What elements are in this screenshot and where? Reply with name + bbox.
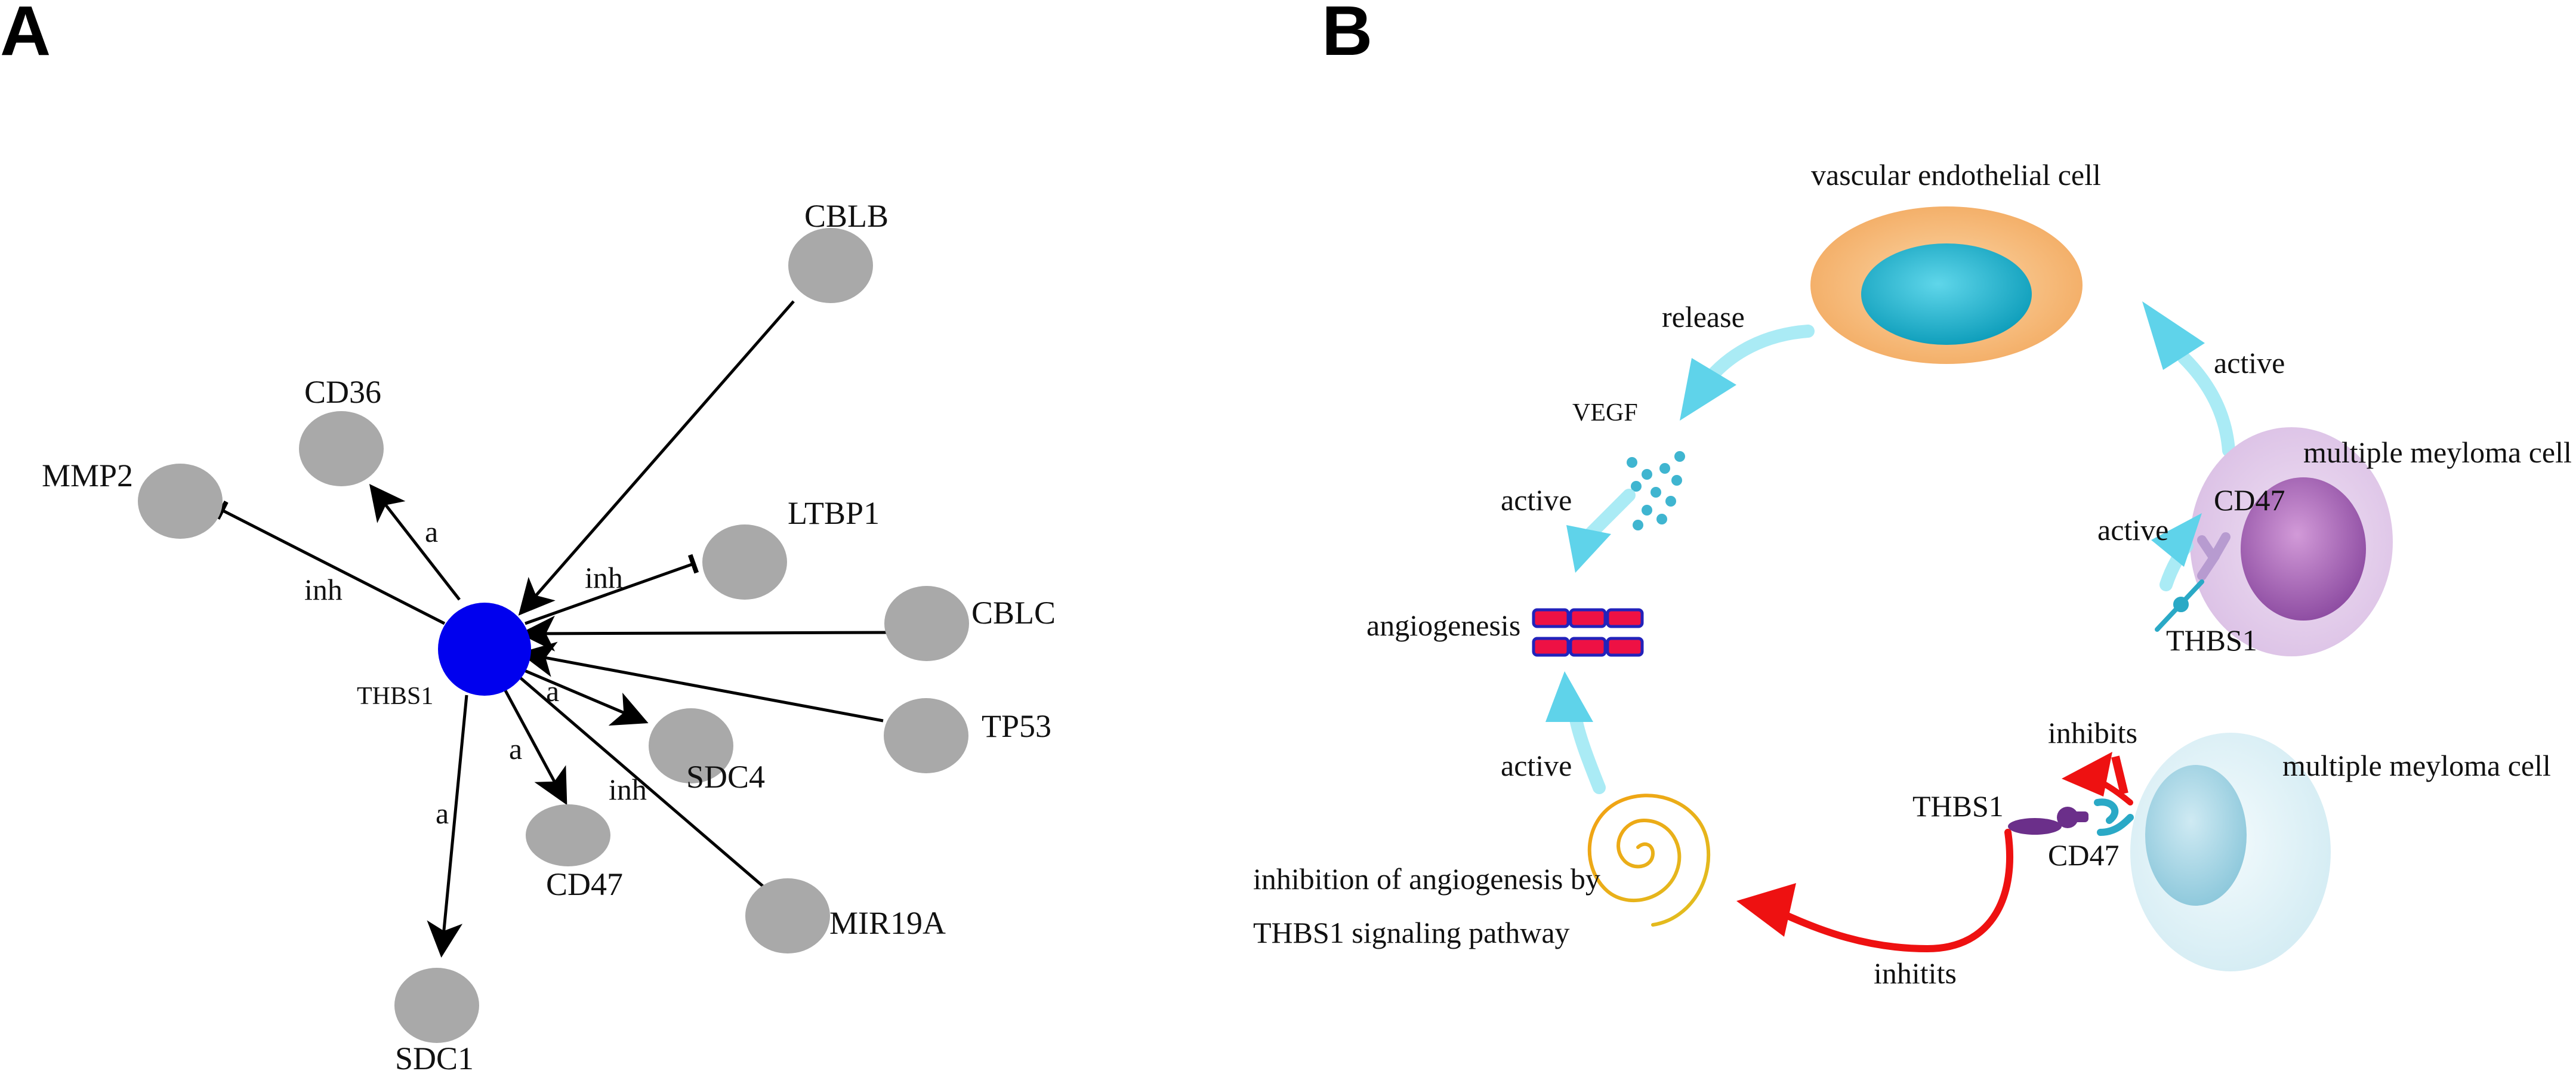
label-cd47-bottom: CD47	[2048, 838, 2119, 872]
panel-b: B vascular endothelial cell release VEGF…	[1253, 0, 2572, 990]
label-sdc1: SDC1	[395, 1041, 474, 1074]
label-cd47: CD47	[546, 866, 623, 902]
inhibits-arrow	[2062, 752, 2133, 806]
label-inhibition-line2: THBS1 signaling pathway	[1253, 916, 1570, 949]
label-cblb: CBLB	[804, 198, 889, 234]
label-cd36: CD36	[304, 374, 381, 410]
active-thbs1-arrow	[2151, 513, 2202, 591]
edge-label-ltbp1: inh	[585, 561, 623, 594]
edge-cblc-thbs1	[519, 615, 887, 652]
node-tp53	[884, 698, 968, 773]
edge-label-cd36: a	[425, 515, 438, 548]
myeloma-cell-top	[2190, 427, 2393, 656]
edge-thbs1-mir19a	[515, 673, 778, 901]
myeloma-cell-top-nucleus	[2241, 477, 2366, 621]
label-thbs1-center: THBS1	[357, 683, 433, 710]
label-thbs1-bottom: THBS1	[1912, 789, 2004, 823]
edge-thbs1-cd36	[369, 484, 461, 601]
edge-thbs1-sdc1	[427, 695, 468, 958]
edge-thbs1-sdc4	[519, 666, 649, 726]
node-sdc4	[649, 708, 733, 783]
label-myeloma-cell-bottom: multiple meyloma cell	[2282, 749, 2551, 782]
cd47-receptor-top-icon	[2197, 532, 2231, 581]
panel-a-nodes	[138, 228, 969, 1043]
label-sdc4: SDC4	[686, 759, 765, 795]
edge-thbs1-cd47	[501, 685, 567, 806]
inhitits-arrow	[1736, 829, 2013, 953]
label-vegf: VEGF	[1572, 399, 1638, 427]
label-mmp2: MMP2	[42, 458, 133, 493]
node-cd36	[299, 411, 384, 486]
panel-a-node-labels: CBLB CD36 MMP2 LTBP1 CBLC TP53 SDC4 CD47…	[42, 198, 1056, 1074]
endothelial-cell-nucleus	[1861, 243, 2032, 345]
label-cblc: CBLC	[971, 595, 1056, 631]
endothelial-cell	[1810, 206, 2083, 364]
myeloma-cell-bottom	[2130, 733, 2331, 971]
edge-label-sdc4: a	[546, 674, 559, 708]
label-myeloma-cell-top: multiple meyloma cell	[2303, 436, 2572, 469]
edge-tp53-thbs1	[519, 641, 884, 723]
panel-a-edges	[215, 300, 887, 958]
edge-thbs1-mmp2	[215, 500, 446, 625]
node-ltbp1	[702, 524, 787, 600]
node-cblc	[884, 586, 969, 661]
node-sdc1	[394, 968, 479, 1043]
label-active-thbs1: active	[2097, 513, 2168, 547]
edge-label-mmp2: inh	[304, 573, 343, 606]
panel-b-letter: B	[1322, 0, 1372, 70]
panel-a-edge-labels: a inh inh a a inh a	[304, 515, 647, 830]
label-inhitits: inhitits	[1874, 956, 1957, 990]
label-active-spiral: active	[1501, 749, 1572, 782]
node-thbs1-center	[438, 603, 531, 696]
label-endothelial-cell: vascular endothelial cell	[1811, 158, 2101, 192]
label-inhibition-line1: inhibition of angiogenesis by	[1253, 862, 1600, 896]
active-vegf-arrow	[1566, 489, 1636, 573]
node-mir19a	[745, 878, 830, 953]
label-cd47-top: CD47	[2214, 483, 2285, 517]
vegf-particles	[1627, 451, 1685, 530]
label-tp53: TP53	[982, 708, 1051, 744]
label-active-vegf: active	[1501, 483, 1572, 517]
label-angiogenesis: angiogenesis	[1366, 609, 1520, 642]
edge-label-sdc1: a	[436, 797, 449, 830]
node-cd47	[526, 804, 610, 866]
label-thbs1-top: THBS1	[2166, 624, 2257, 657]
node-mmp2	[138, 464, 223, 539]
node-cblb	[788, 228, 873, 303]
label-ltbp1: LTBP1	[788, 495, 880, 531]
angiogenesis-vessel-icon	[1532, 608, 1644, 657]
thbs1-ligand-top-icon	[2155, 579, 2204, 632]
edge-label-mir19a: inh	[609, 773, 647, 806]
thbs1-ligand-bottom-icon	[2008, 807, 2088, 835]
edge-thbs1-ltbp1	[525, 554, 699, 625]
cd47-receptor-bottom-icon	[2094, 798, 2134, 836]
edge-label-cd47: a	[509, 732, 522, 766]
active-spiral-arrow	[1545, 671, 1606, 794]
release-arrow	[1680, 325, 1815, 421]
spiral-icon	[1587, 794, 1711, 927]
label-release: release	[1662, 300, 1745, 334]
active-top-right-arrow	[2142, 301, 2235, 457]
panel-a: A CB	[0, 0, 1056, 1074]
panel-a-letter: A	[0, 0, 51, 70]
edge-cblb-thbs1	[518, 300, 795, 616]
myeloma-cell-bottom-nucleus	[2145, 765, 2247, 906]
label-inhibits: inhibits	[2048, 716, 2137, 749]
label-active-top-right: active	[2214, 346, 2285, 379]
label-mir19a: MIR19A	[829, 905, 946, 941]
